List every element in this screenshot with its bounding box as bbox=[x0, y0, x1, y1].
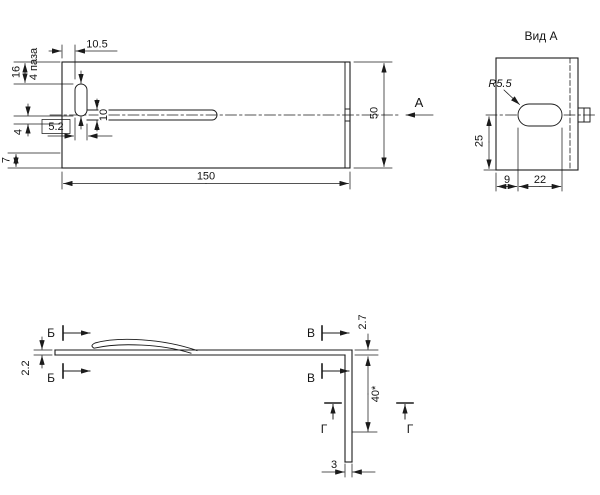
dim-9-and-22: 9 22 bbox=[495, 127, 563, 192]
dim-thickness-2-2: 2.2 bbox=[20, 336, 53, 376]
view-a: Вид А R5.5 25 9 22 bbox=[474, 29, 598, 192]
section-g-markers: Г Г bbox=[321, 402, 414, 436]
dim-text-step: 4 bbox=[13, 129, 25, 135]
dim-text-slot-offset: 9 bbox=[504, 174, 510, 186]
section-label-b-top: Б bbox=[47, 326, 55, 340]
top-view: 10.5 16 4 паза 5.2 4 bbox=[1, 39, 434, 190]
view-direction-arrow-a: А bbox=[405, 95, 434, 118]
dim-text-length: 150 bbox=[197, 171, 215, 183]
dim-text-thickness-right: 2.7 bbox=[357, 314, 369, 329]
slots-count-label: 4 паза bbox=[28, 47, 40, 80]
dim-text-offset-top: 10.5 bbox=[86, 39, 107, 51]
dim-width-50: 50 bbox=[353, 61, 393, 169]
dim-leg-length-40: 40* bbox=[351, 356, 382, 433]
dim-text-leg-thickness: 3 bbox=[331, 459, 337, 471]
section-label-v-top: В bbox=[307, 326, 315, 340]
dim-text-slot-length: 22 bbox=[534, 174, 546, 186]
dim-length-150: 150 bbox=[61, 171, 351, 190]
dim-offset-10-5: 10.5 bbox=[48, 39, 118, 80]
dim-text-width: 50 bbox=[369, 107, 381, 119]
dim-step-4: 4 bbox=[13, 103, 74, 137]
radius-callout-r5-5: R5.5 bbox=[488, 78, 521, 106]
dim-text-edge: 7 bbox=[1, 157, 13, 163]
side-view: Б Б В В 2.2 2.7 bbox=[20, 314, 414, 478]
dim-text-slot-height: 16 bbox=[11, 66, 23, 78]
dim-text-center-offset: 25 bbox=[474, 135, 486, 147]
view-arrow-label: А bbox=[415, 95, 424, 110]
section-v-markers: В В bbox=[307, 325, 350, 385]
dim-leg-thickness-3: 3 bbox=[321, 459, 376, 478]
dim-text-radius: R5.5 bbox=[488, 78, 512, 90]
spring-tab bbox=[91, 338, 198, 354]
dim-groove-width-10: 10 bbox=[94, 98, 110, 132]
dim-text-groove-width: 10 bbox=[98, 109, 110, 121]
section-b-markers: Б Б bbox=[47, 325, 91, 385]
side-view-outline bbox=[54, 338, 353, 463]
dim-text-slot-width: 5.2 bbox=[48, 121, 63, 133]
dim-text-thickness-left: 2.2 bbox=[20, 360, 32, 375]
section-label-g-left: Г bbox=[321, 422, 328, 436]
section-label-v-bottom: В bbox=[307, 371, 315, 385]
top-view-slot-and-groove bbox=[74, 70, 218, 130]
dim-text-leg-length: 40* bbox=[370, 385, 382, 402]
dim-edge-7: 7 bbox=[1, 152, 63, 169]
dim-thickness-2-7: 2.7 bbox=[354, 314, 379, 356]
dim-center-25: 25 bbox=[474, 116, 498, 171]
view-a-slot bbox=[517, 103, 563, 127]
section-label-g-right: Г bbox=[407, 422, 414, 436]
section-label-b-bottom: Б bbox=[47, 371, 55, 385]
view-a-title: Вид А bbox=[524, 29, 557, 43]
dim-slot-height-16: 16 bbox=[11, 61, 74, 85]
